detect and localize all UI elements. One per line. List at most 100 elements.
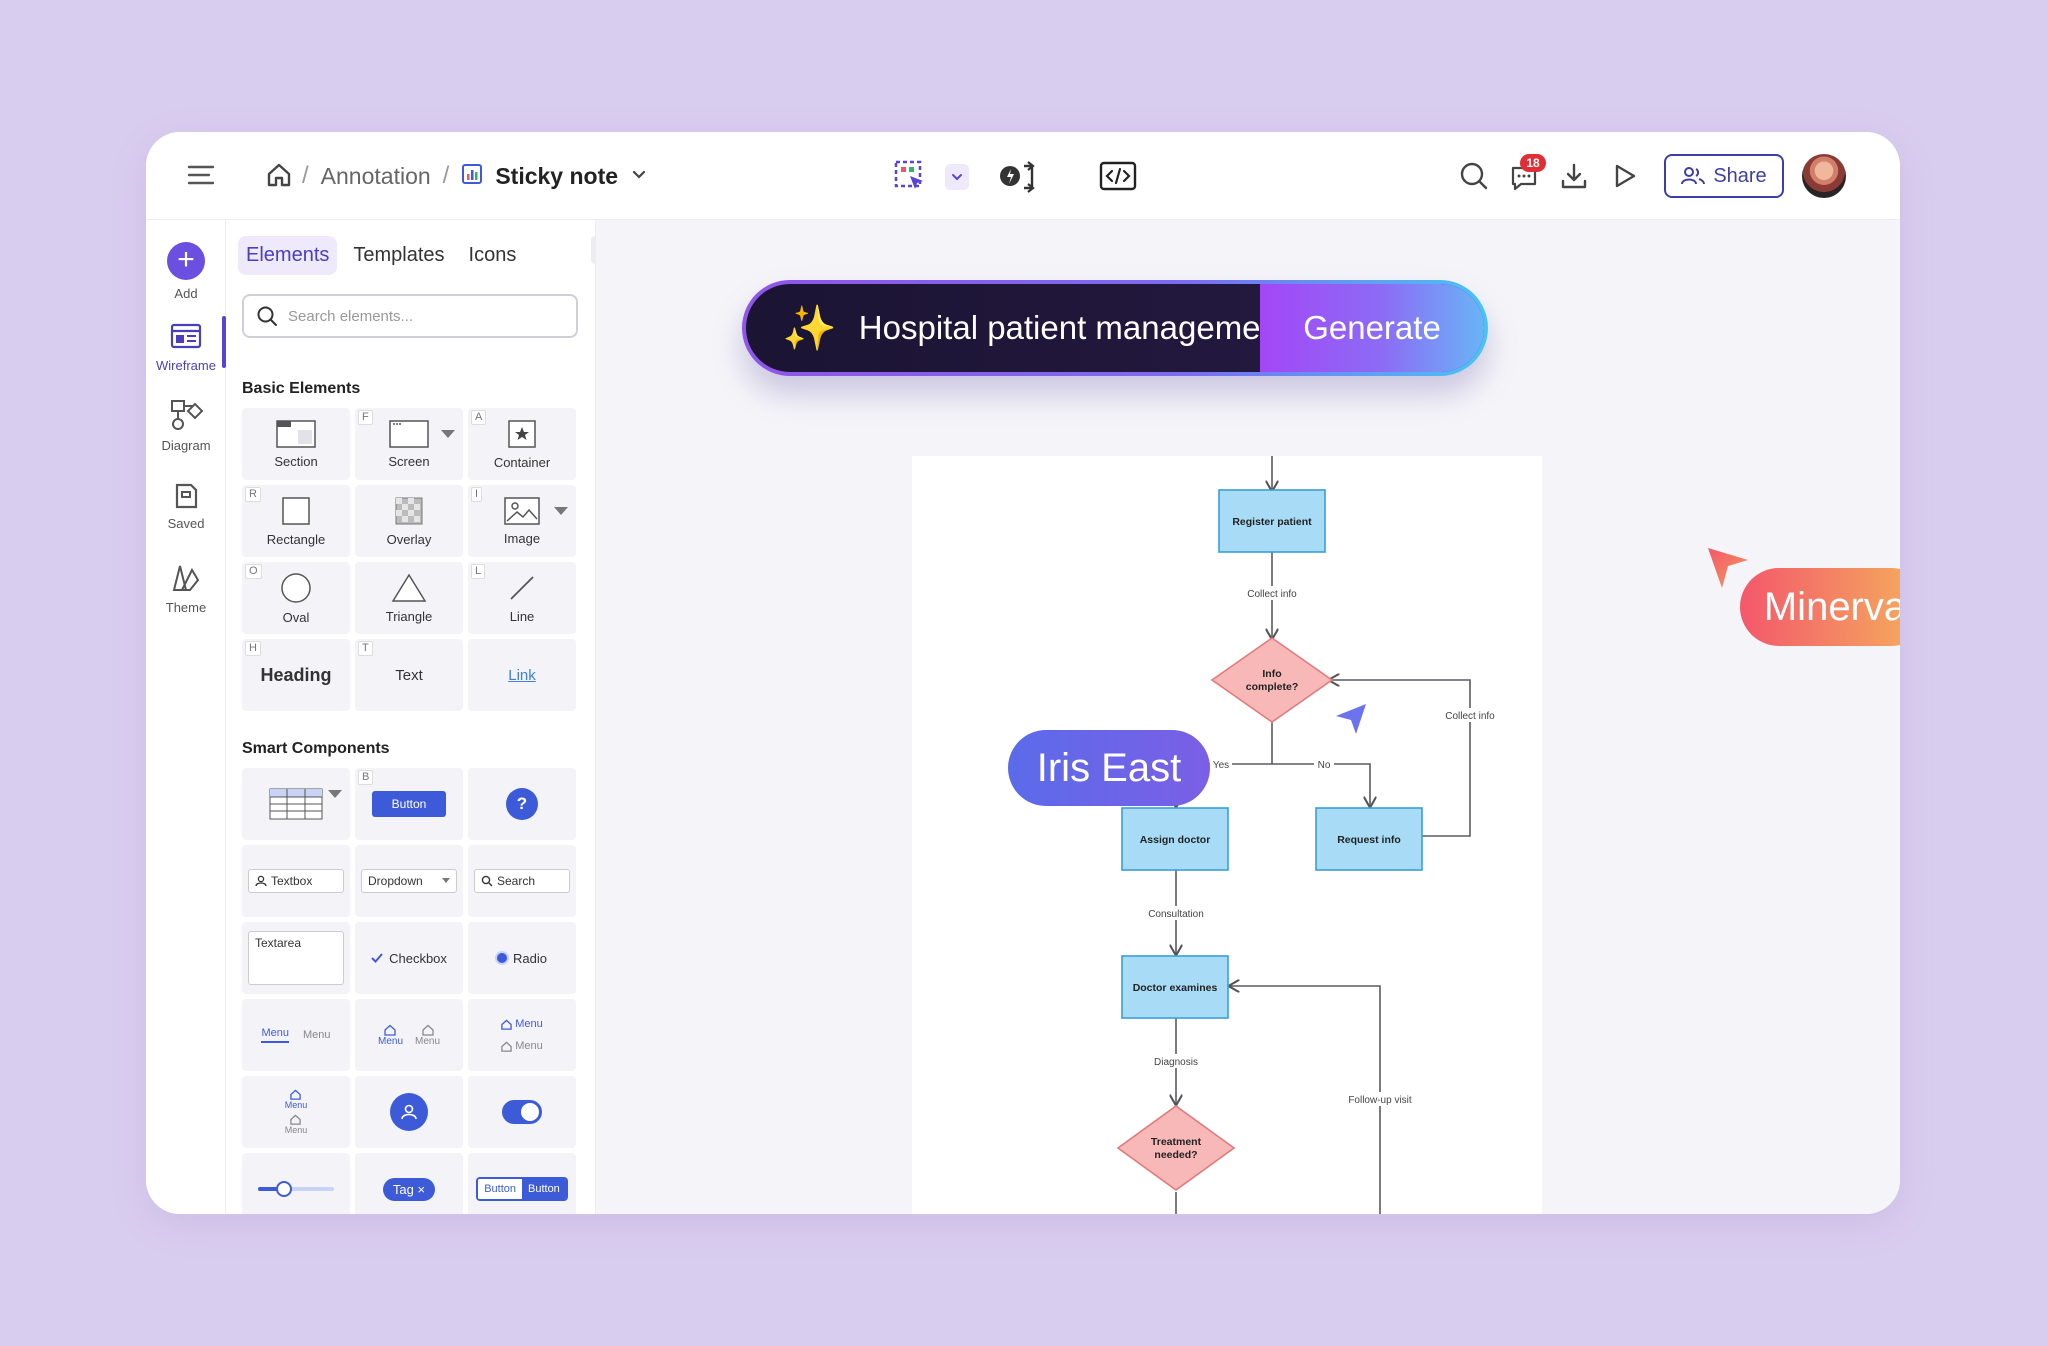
component-radio[interactable]: Radio	[468, 922, 576, 994]
element-rectangle[interactable]: R Rectangle	[242, 485, 350, 557]
search-elements-input[interactable]: Search elements...	[242, 294, 578, 338]
users-icon	[1681, 167, 1706, 185]
component-table[interactable]	[242, 768, 350, 840]
toggle-switch	[502, 1100, 542, 1124]
box-register-patient[interactable]	[1218, 489, 1326, 553]
download-icon[interactable]	[1558, 160, 1590, 192]
rail-theme[interactable]: Theme	[146, 562, 226, 615]
basic-elements-title: Basic Elements	[242, 380, 361, 397]
menu-label: Menu	[303, 1029, 331, 1041]
box-assign-doctor[interactable]	[1121, 807, 1229, 871]
element-screen[interactable]: F Screen	[355, 408, 463, 480]
smart-components-grid: B Button ? Textbox Dropdown	[242, 768, 576, 1214]
panel-collapse-handle[interactable]	[591, 236, 599, 264]
box-request-info[interactable]	[1315, 807, 1423, 871]
button-group-label: Button	[478, 1179, 522, 1199]
component-search[interactable]: Search	[468, 845, 576, 917]
element-line[interactable]: L Line	[468, 562, 576, 634]
rail-wireframe[interactable]: Wireframe	[146, 322, 226, 373]
menu-item: Menu	[285, 1089, 307, 1110]
element-label: Section	[274, 453, 318, 469]
decision-treatment-needed[interactable]	[1116, 1105, 1236, 1191]
home-icon	[501, 1041, 512, 1052]
connector	[1330, 680, 1471, 837]
canvas[interactable]: Register patient Assign doctor Request i…	[596, 220, 1900, 1214]
flowchart: Register patient Assign doctor Request i…	[1116, 456, 1504, 1214]
box-examines-label: Doctor examines	[1133, 982, 1218, 994]
element-text[interactable]: T Text	[355, 639, 463, 711]
rail-theme-label: Theme	[165, 600, 207, 615]
play-icon[interactable]	[1608, 160, 1640, 192]
image-icon	[504, 496, 540, 525]
component-vertical-menu[interactable]: Menu Menu	[468, 999, 576, 1071]
chevron-down-icon[interactable]	[630, 165, 648, 188]
decision-treatment-label: needed?	[1154, 1149, 1197, 1161]
button-group-label: Button	[522, 1179, 566, 1199]
search-icon[interactable]	[1458, 160, 1490, 192]
shortcut-key: A	[471, 410, 487, 425]
element-label: Rectangle	[266, 531, 326, 547]
edge-label: Consultation	[1148, 909, 1204, 920]
edge-label: Collect info	[1247, 589, 1297, 600]
tab-elements[interactable]: Elements	[238, 236, 338, 275]
ai-flow-icon[interactable]	[998, 158, 1042, 194]
container-icon	[508, 419, 536, 448]
shortcut-key: L	[471, 564, 486, 579]
element-link[interactable]: Link	[468, 639, 576, 711]
select-tool-icon[interactable]	[892, 158, 928, 194]
component-tab-menu[interactable]: Menu Menu	[242, 999, 350, 1071]
rail-saved-label: Saved	[167, 516, 205, 531]
box-assign-label: Assign doctor	[1140, 834, 1211, 846]
rail-saved[interactable]: Saved	[146, 482, 226, 531]
tool-dropdown-chevron-icon[interactable]	[945, 164, 969, 190]
rail-diagram[interactable]: Diagram	[146, 398, 226, 453]
element-label: Oval	[282, 609, 310, 625]
table-icon	[269, 788, 323, 820]
component-help[interactable]: ?	[468, 768, 576, 840]
rail-wireframe-label: Wireframe	[156, 358, 216, 373]
component-button[interactable]: B Button	[355, 768, 463, 840]
decision-info-complete[interactable]	[1210, 637, 1334, 723]
code-icon[interactable]	[1098, 158, 1138, 194]
component-checkbox[interactable]: Checkbox	[355, 922, 463, 994]
element-label: Image	[503, 530, 541, 546]
component-button-group[interactable]: Button Button	[468, 1153, 576, 1214]
component-avatar[interactable]	[355, 1076, 463, 1148]
tab-icons[interactable]: Icons	[468, 244, 517, 266]
menu-item: Menu	[285, 1114, 307, 1135]
element-image[interactable]: I Image	[468, 485, 576, 557]
component-toggle[interactable]	[468, 1076, 576, 1148]
caret-down-icon[interactable]	[441, 430, 455, 438]
menu-icon[interactable]	[186, 160, 216, 190]
box-doctor-examines[interactable]	[1121, 955, 1229, 1019]
caret-down-icon[interactable]	[328, 790, 342, 798]
generate-button[interactable]: Generate	[1260, 284, 1484, 372]
component-textbox[interactable]: Textbox	[242, 845, 350, 917]
component-dropdown[interactable]: Dropdown	[355, 845, 463, 917]
element-triangle[interactable]: Triangle	[355, 562, 463, 634]
avatar[interactable]	[1802, 154, 1846, 198]
caret-down-icon[interactable]	[554, 507, 568, 515]
element-oval[interactable]: O Oval	[242, 562, 350, 634]
edge-label-yes: Yes	[1213, 760, 1229, 771]
connector	[1230, 986, 1381, 1214]
component-sidebar-menu[interactable]: Menu Menu	[242, 1076, 350, 1148]
component-slider[interactable]	[242, 1153, 350, 1214]
shortcut-key: I	[471, 487, 483, 502]
breadcrumb-annotation[interactable]: Annotation	[320, 162, 431, 189]
caret-down-icon	[442, 878, 450, 883]
component-icon-menu[interactable]: Menu Menu	[355, 999, 463, 1071]
rail-add[interactable]: + Add	[146, 242, 226, 301]
element-section[interactable]: Section	[242, 408, 350, 480]
element-container[interactable]: A Container	[468, 408, 576, 480]
tab-templates[interactable]: Templates	[353, 244, 445, 266]
element-heading[interactable]: H Heading	[242, 639, 350, 711]
menu-item: Menu	[415, 1024, 440, 1047]
home-icon[interactable]	[264, 160, 294, 190]
component-tag[interactable]: Tag ×	[355, 1153, 463, 1214]
breadcrumb-current[interactable]: Sticky note	[495, 162, 619, 189]
share-button[interactable]: Share	[1664, 154, 1784, 198]
user-icon	[390, 1093, 428, 1131]
component-textarea[interactable]: Textarea	[242, 922, 350, 994]
element-overlay[interactable]: Overlay	[355, 485, 463, 557]
